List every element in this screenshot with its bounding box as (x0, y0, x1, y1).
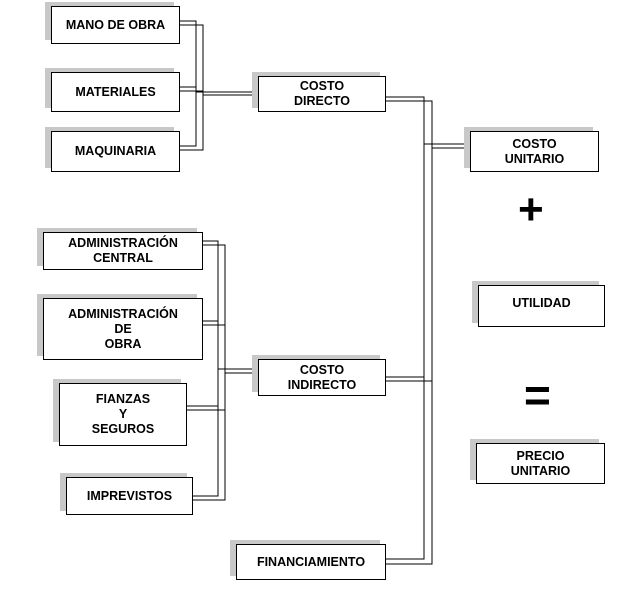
costo-directo-box: COSTO DIRECTO (258, 76, 386, 112)
equals-sign: = (524, 369, 551, 421)
financiamiento-box: FINANCIAMIENTO (236, 544, 386, 580)
precio-unitario-box: PRECIO UNITARIO (476, 443, 605, 484)
imprevistos-box: IMPREVISTOS (66, 477, 193, 515)
maquinaria-box: MAQUINARIA (51, 131, 180, 172)
administracion-central-box: ADMINISTRACIÓN CENTRAL (43, 232, 203, 270)
plus-sign: + (518, 185, 544, 234)
administracion-de-obra-box: ADMINISTRACIÓN DE OBRA (43, 298, 203, 360)
costo-indirecto-box: COSTO INDIRECTO (258, 359, 386, 396)
fianzas-y-seguros-box: FIANZAS Y SEGUROS (59, 383, 187, 446)
costo-unitario-box: COSTO UNITARIO (470, 131, 599, 172)
utilidad-box: UTILIDAD (478, 285, 605, 327)
mano-de-obra-box: MANO DE OBRA (51, 6, 180, 44)
materiales-box: MATERIALES (51, 72, 180, 112)
